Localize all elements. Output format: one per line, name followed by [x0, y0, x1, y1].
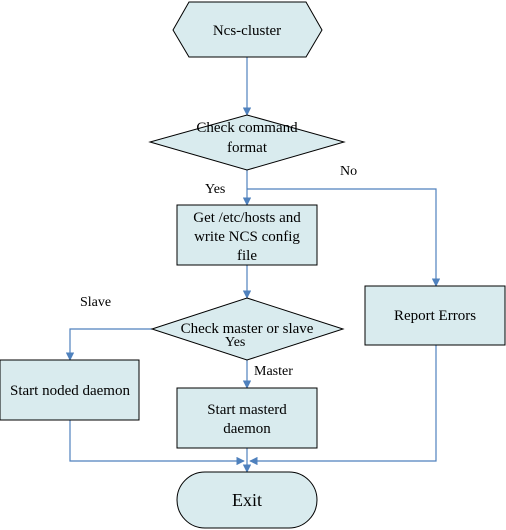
report-box: [364, 285, 506, 346]
edge-label-yes-role: Yes: [225, 335, 245, 350]
node-check-role: Check master or slave: [150, 297, 345, 361]
edge-label-master: Master: [254, 364, 293, 379]
masterd-label-2: daemon: [223, 421, 271, 437]
node-report: Report Errors: [364, 285, 506, 346]
check-format-label-1: Check command: [196, 120, 298, 136]
report-label: Report Errors: [394, 308, 476, 324]
check-role-diamond: [150, 297, 345, 361]
node-masterd: Start masterd daemon: [176, 387, 318, 449]
edge-label-no-format: No: [340, 164, 357, 179]
check-format-diamond: [148, 114, 346, 171]
node-noded: Start noded daemon: [0, 359, 140, 421]
get-hosts-label-1: Get /etc/hosts and: [193, 210, 301, 226]
masterd-label-1: Start masterd: [207, 402, 287, 418]
exit-label: Exit: [232, 490, 262, 510]
noded-box: [0, 359, 140, 421]
node-get-hosts: Get /etc/hosts and write NCS config file: [176, 204, 318, 266]
masterd-box: [176, 387, 318, 449]
get-hosts-label-3: file: [237, 248, 257, 264]
exit-terminator: [176, 471, 318, 529]
edges: [65, 57, 441, 473]
edge-label-yes-format: Yes: [205, 182, 225, 197]
edge-check-to-report: [247, 188, 441, 287]
check-format-label-2: format: [227, 140, 268, 156]
edge-label-slave: Slave: [80, 295, 111, 310]
noded-label: Start noded daemon: [10, 383, 130, 399]
node-start: Ncs-cluster: [172, 1, 323, 58]
edge-report-to-exit: [249, 345, 437, 466]
get-hosts-box: [176, 204, 318, 266]
node-check-format: Check command format: [148, 114, 346, 171]
edge-role-to-noded: [65, 328, 152, 361]
get-hosts-label-2: write NCS config: [194, 229, 300, 245]
edge-noded-to-exit: [69, 420, 245, 466]
check-role-label: Check master or slave: [181, 321, 314, 337]
start-label: Ncs-cluster: [213, 23, 281, 39]
node-exit: Exit: [176, 471, 318, 529]
start-hexagon: [172, 1, 323, 58]
